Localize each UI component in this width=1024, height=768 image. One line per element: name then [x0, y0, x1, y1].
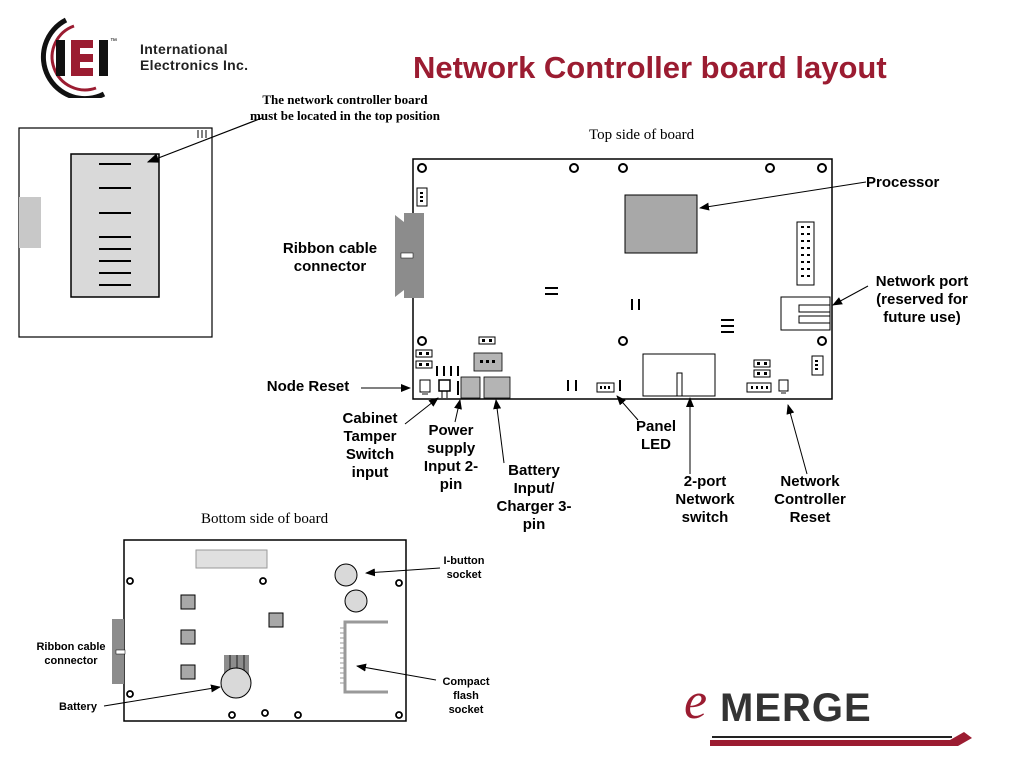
bottom-board-arrows: [103, 567, 441, 707]
company-name-line2: Electronics Inc.: [140, 57, 249, 73]
tamper-input-label: Cabinet Tamper Switch input: [342, 410, 398, 481]
emerge-logo-text: MERGE: [720, 686, 872, 730]
node-reset-label: Node Reset: [266, 378, 350, 395]
ribbon-connector-label: Ribbon cable connector: [282, 240, 378, 275]
bottom-ribbon-label: Ribbon cable connector: [36, 641, 106, 667]
enclosure-overview: [18, 117, 263, 338]
company-name-line1: International: [140, 41, 228, 57]
iei-logo-tm: ™: [110, 38, 117, 45]
power-input-label: Power supply Input 2-pin: [423, 422, 479, 493]
panel-led-label: Panel LED: [635, 418, 677, 453]
ibutton-label: I-button socket: [443, 555, 485, 581]
emerge-logo: e MERGE: [680, 670, 980, 750]
emerge-swoosh-icon: [710, 732, 972, 746]
nc-reset-label: Network Controller Reset: [774, 473, 846, 526]
emerge-logo-e: e: [684, 673, 708, 730]
network-switch-label: 2-port Network switch: [675, 473, 735, 526]
battery-label: Battery: [59, 701, 97, 713]
top-side-caption: Top side of board: [589, 127, 695, 143]
network-port-label: Network port (reserved for future use): [875, 273, 969, 326]
compact-flash-label: Compact flash socket: [442, 676, 490, 716]
top-position-note: The network controller board must be loc…: [250, 92, 440, 123]
page-title: Network Controller board layout: [413, 50, 887, 85]
processor-label: Processor: [866, 174, 940, 191]
top-board-arrows: [361, 181, 869, 475]
bottom-side-caption: Bottom side of board: [201, 511, 329, 527]
battery-input-label: Battery Input/ Charger 3-pin: [496, 462, 572, 533]
bottom-board: [112, 539, 407, 722]
top-board: [395, 158, 833, 400]
